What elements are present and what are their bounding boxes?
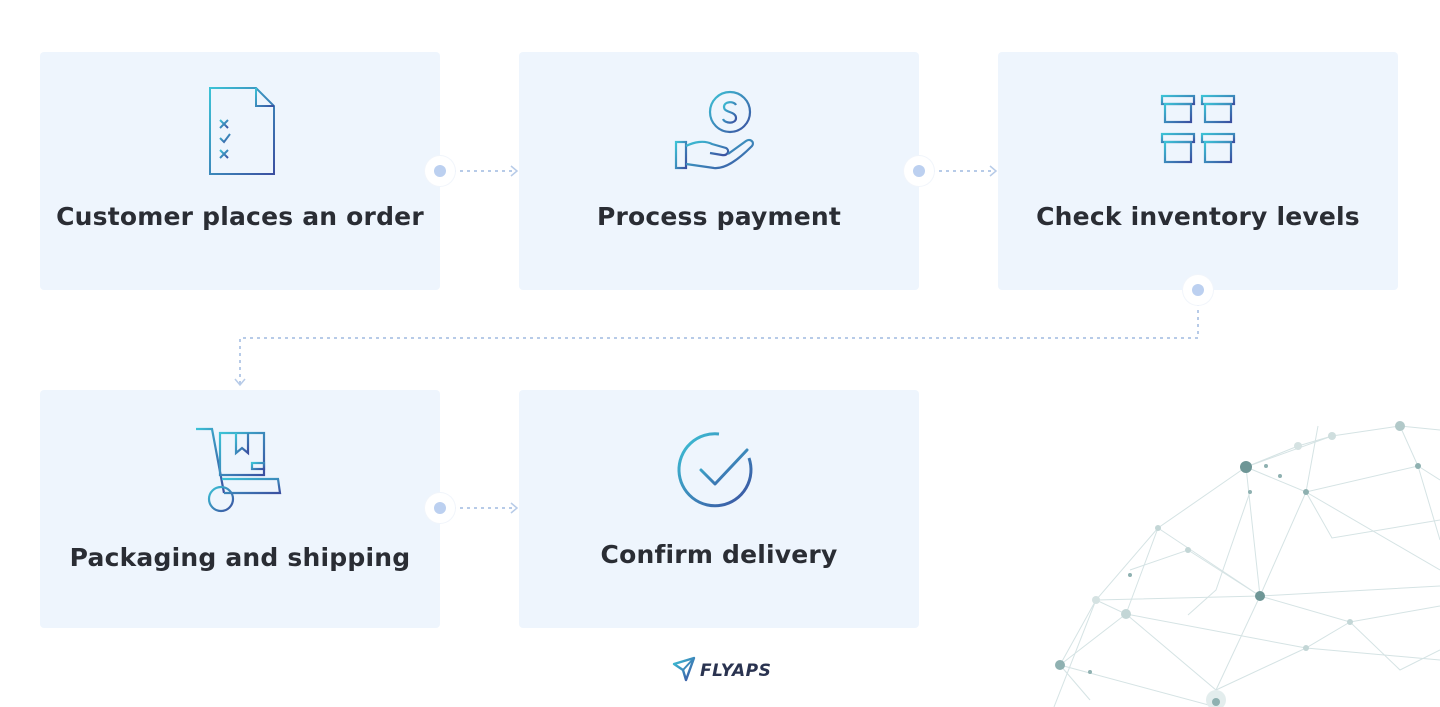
step-label: Confirm delivery — [600, 540, 838, 569]
brand-name: FLYAPS — [700, 661, 772, 681]
connector-node — [425, 156, 455, 186]
step-card-order: Customer places an order — [40, 52, 440, 290]
network-globe-decoration — [1053, 421, 1440, 707]
paper-plane-icon — [672, 656, 696, 686]
step-label: Customer places an order — [56, 202, 424, 231]
connector-node — [904, 156, 934, 186]
hand-truck-box-icon — [190, 420, 290, 520]
step-label: Process payment — [596, 202, 842, 231]
step-card-delivery: Confirm delivery — [519, 390, 919, 628]
step-card-payment: Process payment — [519, 52, 919, 290]
step-label: Packaging and shipping — [69, 543, 411, 572]
step-card-inventory: Check inventory levels — [998, 52, 1398, 290]
connector-node — [425, 493, 455, 523]
hand-coin-icon — [669, 82, 769, 182]
step-label: Check inventory levels — [1036, 202, 1360, 231]
boxes-stack-icon — [1148, 82, 1248, 182]
step-card-shipping: Packaging and shipping — [40, 390, 440, 628]
brand-logo: FLYAPS — [672, 656, 771, 686]
order-checklist-icon — [190, 82, 290, 182]
check-circle-icon — [669, 420, 769, 520]
connector-node — [1183, 275, 1213, 305]
